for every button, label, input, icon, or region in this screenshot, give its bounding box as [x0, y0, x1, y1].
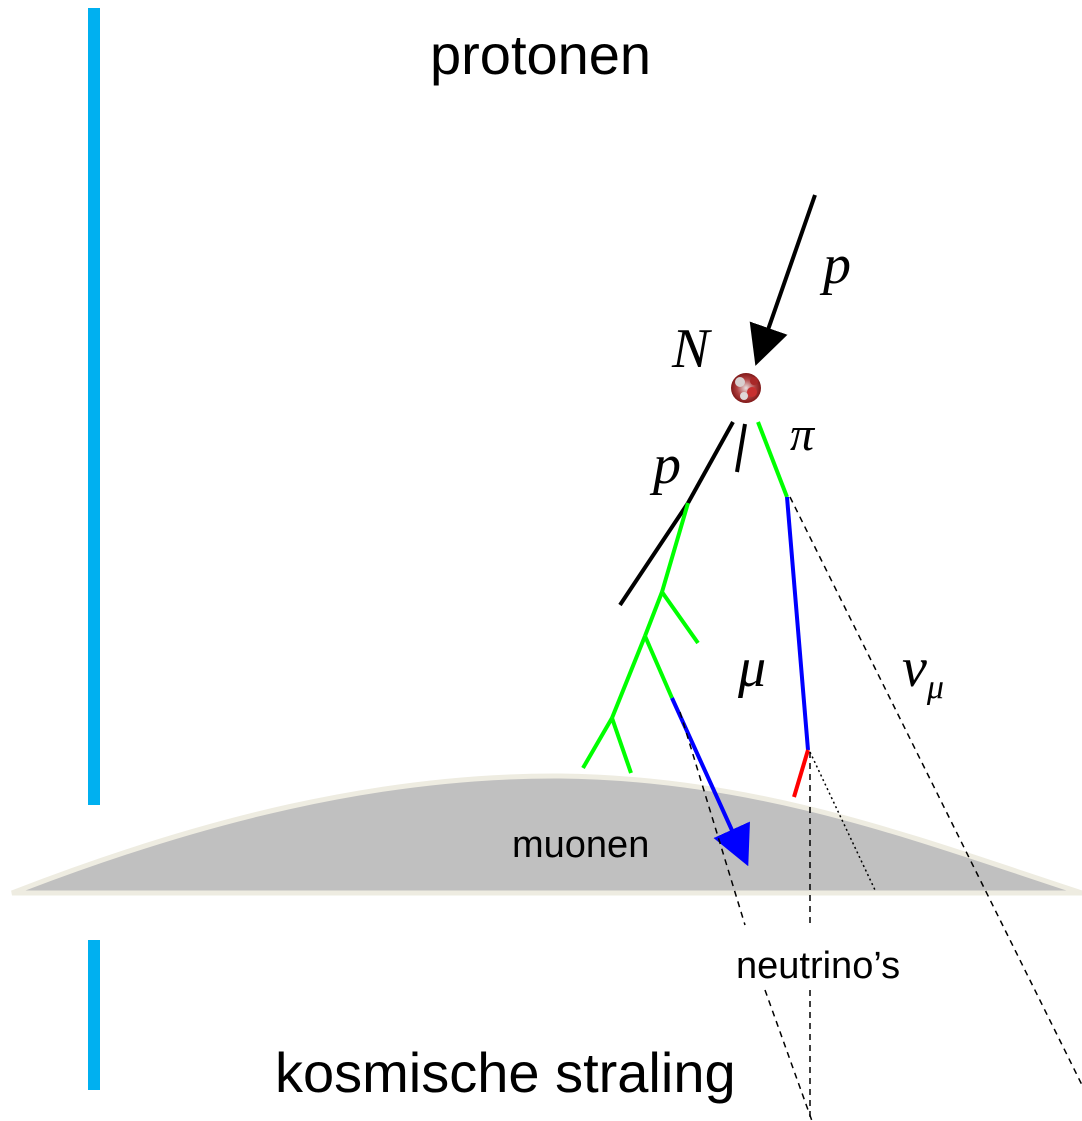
muons-label: muonen	[512, 824, 649, 866]
incoming-proton-label: p	[819, 234, 851, 296]
electron-neutrino-track	[809, 751, 876, 891]
pion-branch-2	[660, 590, 700, 645]
accent-bar-bottom	[88, 940, 100, 1090]
pion-branch-3	[643, 591, 664, 637]
accent-bar-top	[88, 8, 100, 805]
pion-track	[756, 421, 789, 498]
neutrino-track-left-upper	[679, 711, 746, 926]
secondary-proton-track-lower	[618, 501, 690, 607]
muon-neutrino-track	[789, 496, 1082, 1086]
neutrinos-label: neutrino’s	[736, 945, 900, 987]
incoming-proton-track	[749, 194, 817, 366]
short-fragment-track	[735, 423, 747, 473]
pion-label: π	[790, 408, 816, 461]
page-title: protonen	[430, 23, 652, 86]
neutrino-track-left-lower	[764, 989, 813, 1121]
pion-branch-4	[643, 635, 674, 699]
page-subtitle: kosmische straling	[275, 1041, 736, 1104]
muon-neutrino-subscript: μ	[926, 669, 944, 706]
secondary-proton-track	[686, 421, 735, 504]
pion-branch-1	[660, 502, 690, 593]
muon-decay-track	[792, 749, 810, 798]
muon-track	[785, 496, 810, 751]
muon-neutrino-symbol: ν	[902, 637, 927, 699]
nucleus-label: N	[671, 318, 712, 380]
secondary-proton-label: p	[649, 434, 681, 496]
pion-branch-5	[610, 635, 647, 719]
muon-neutrino-label: νμ	[902, 637, 944, 706]
nucleus-icon	[731, 373, 761, 403]
muon-label: μ	[737, 637, 766, 699]
earth-surface	[11, 773, 1082, 896]
pion-branch-7	[610, 717, 633, 774]
pion-branch-6	[581, 716, 614, 770]
